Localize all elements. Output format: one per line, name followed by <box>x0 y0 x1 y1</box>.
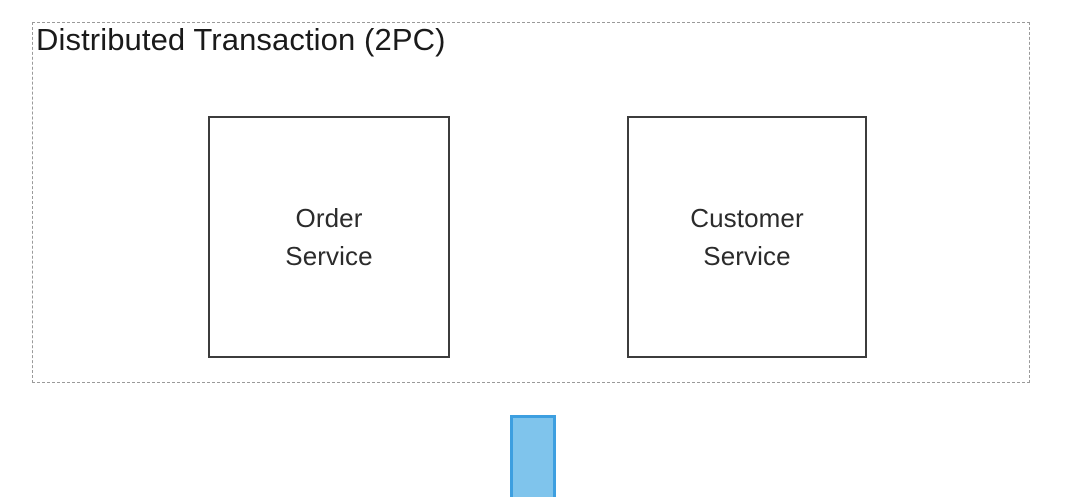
node-customer-service[interactable]: Customer Service <box>627 116 867 358</box>
node-order-service[interactable]: Order Service <box>208 116 450 358</box>
diagram-canvas: Distributed Transaction (2PC) Order Serv… <box>32 22 1030 497</box>
group-container-distributed-transaction[interactable] <box>32 22 1030 383</box>
blue-bar-shape[interactable] <box>510 415 556 497</box>
group-title: Distributed Transaction (2PC) <box>36 22 446 57</box>
node-customer-service-label: Customer Service <box>690 203 804 271</box>
node-order-service-label: Order Service <box>285 203 373 271</box>
